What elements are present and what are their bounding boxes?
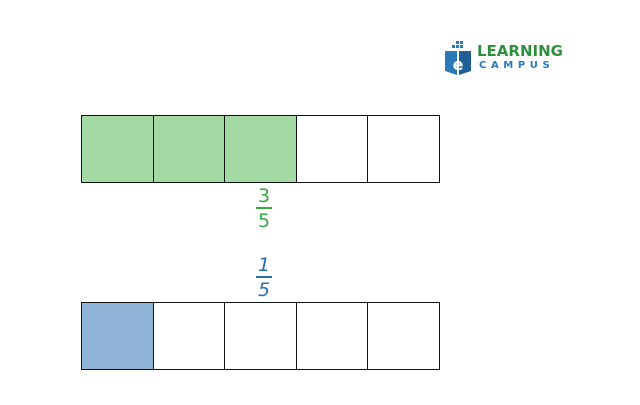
fraction-label-one-fifth: 1 5	[244, 255, 284, 300]
shaded-part	[81, 115, 154, 183]
unshaded-part	[295, 115, 369, 183]
shaded-part	[81, 302, 154, 370]
logo-mark-letter: e	[453, 55, 464, 74]
unshaded-part	[224, 302, 297, 370]
unshaded-part	[295, 302, 369, 370]
fraction-denominator: 5	[257, 210, 271, 232]
elearning-campus-logo: e LEARNING CAMPUS	[443, 33, 563, 77]
fraction-bar-one-fifth	[81, 302, 440, 370]
e-book-logo-icon: e	[445, 41, 471, 75]
logo-text-learning: LEARNING	[477, 42, 563, 60]
fraction-line	[256, 276, 272, 278]
shaded-part	[224, 115, 297, 183]
unshaded-part	[367, 302, 440, 370]
fraction-numerator: 1	[257, 254, 271, 276]
logo-text-campus: CAMPUS	[479, 60, 555, 71]
fraction-denominator: 5	[257, 279, 271, 301]
fraction-line	[256, 207, 272, 209]
unshaded-part	[367, 115, 440, 183]
fraction-label-three-fifths: 3 5	[244, 186, 284, 231]
fraction-bar-three-fifths	[81, 115, 440, 183]
unshaded-part	[152, 302, 226, 370]
shaded-part	[152, 115, 226, 183]
fraction-numerator: 3	[257, 185, 271, 207]
